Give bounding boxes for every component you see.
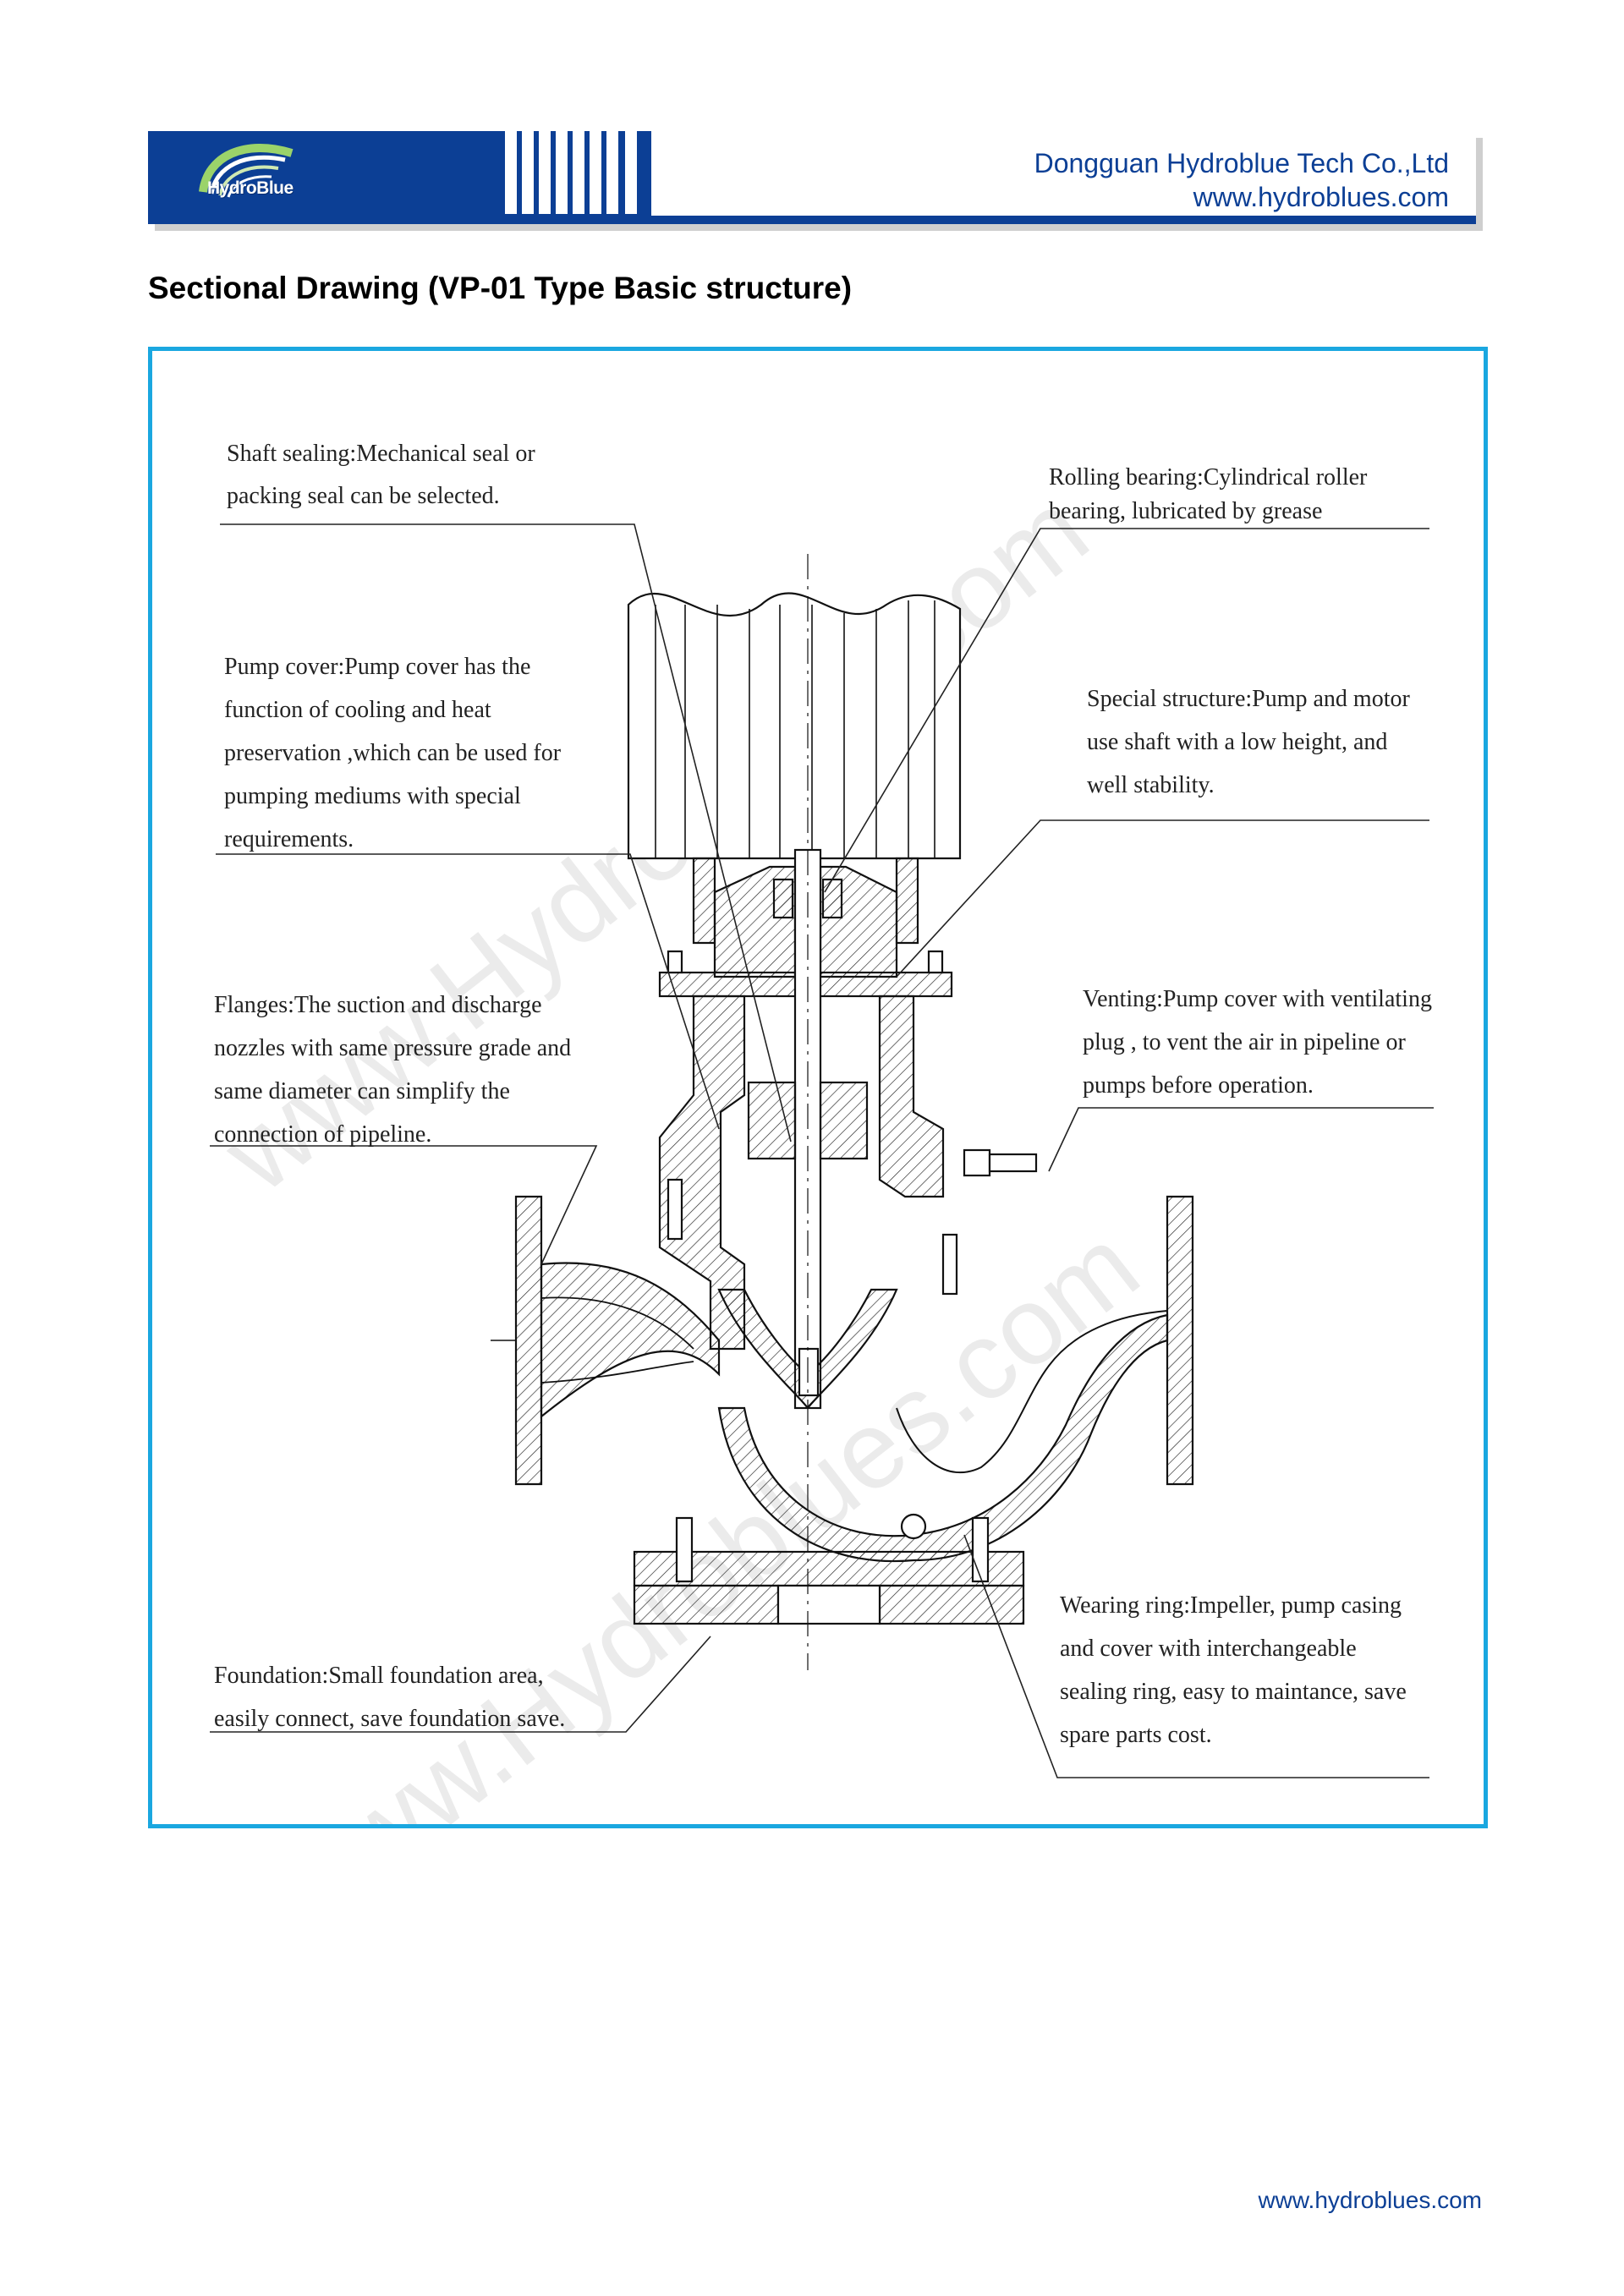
label-wearing-ring-2: and cover with interchangeable — [1060, 1636, 1357, 1662]
bearing-left — [772, 878, 794, 919]
label-pump-cover-2: function of cooling and heat — [224, 697, 491, 723]
side-bolt-right — [941, 1233, 958, 1296]
callout-labels: Shaft sealing:Mechanical seal or packing… — [214, 441, 1432, 1748]
label-rolling-bearing-1: Rolling bearing:Cylindrical roller — [1049, 464, 1368, 490]
pump-wall-left — [658, 995, 746, 1351]
volute-inner — [896, 1310, 1168, 1474]
suction-pipe — [540, 1262, 721, 1419]
leader-flanges — [210, 1145, 598, 1265]
label-wearing-ring-3: sealing ring, easy to maintance, save — [1060, 1679, 1407, 1705]
sectional-drawing: www.Hydroblues.com www.Hydroblues.com — [200, 441, 1434, 1824]
label-venting-3: pumps before operation. — [1083, 1072, 1314, 1099]
label-pump-cover-1: Pump cover:Pump cover has the — [224, 654, 530, 680]
leader-special-structure — [896, 819, 1429, 978]
base-plate-left — [633, 1584, 780, 1625]
bearing-right — [821, 878, 843, 919]
leader-wearing-ring — [963, 1534, 1429, 1778]
company-name: Dongguan Hydroblue Tech Co.,Ltd — [1034, 148, 1449, 178]
header-brand-panel: HydroBlue — [148, 131, 651, 224]
pump-wall-right — [878, 995, 945, 1198]
leader-lines — [210, 523, 1434, 1778]
sectional-drawing-frame: www.Hydroblues.com www.Hydroblues.com — [148, 347, 1488, 1828]
anchor-bolt-left — [675, 1516, 694, 1583]
label-wearing-ring-4: spare parts cost. — [1060, 1722, 1212, 1748]
footer-url[interactable]: www.hydroblues.com — [1258, 2187, 1482, 2213]
base-plate-gap — [776, 1584, 881, 1625]
vent-plug-nut — [963, 1148, 991, 1177]
label-venting-1: Venting:Pump cover with ventilating — [1083, 986, 1432, 1012]
hydroblue-logo: HydroBlue — [190, 134, 317, 219]
suction-bore-2 — [540, 1361, 694, 1384]
label-foundation-2: easily connect, save foundation save. — [214, 1706, 565, 1732]
impeller-nut — [798, 1347, 820, 1397]
logo-arc-icon — [199, 143, 294, 198]
label-rolling-bearing-2: bearing, lubricated by grease — [1049, 498, 1322, 524]
seal-left — [747, 1081, 797, 1160]
suction-flange — [514, 1195, 543, 1486]
leader-pump-cover — [216, 853, 720, 1130]
top-bolt-right — [927, 950, 944, 974]
header-underline — [148, 216, 1476, 224]
vent-plug-stem — [988, 1153, 1038, 1173]
motor-stand-left — [692, 857, 716, 945]
top-bolt-left — [667, 950, 683, 974]
side-bolt-left — [667, 1178, 683, 1241]
motor-fins — [655, 600, 935, 858]
leader-shaft-sealing — [220, 523, 792, 1143]
label-foundation-1: Foundation:Small foundation area, — [214, 1663, 544, 1689]
label-pump-cover-5: requirements. — [224, 826, 354, 852]
leader-foundation — [210, 1636, 711, 1733]
discharge-flange — [1166, 1195, 1194, 1486]
label-special-structure-3: well stability. — [1087, 772, 1215, 798]
label-pump-cover-4: pumping mediums with special — [224, 783, 521, 809]
page-title: Sectional Drawing (VP-01 Type Basic stru… — [148, 271, 853, 305]
label-venting-2: plug , to vent the air in pipeline or — [1083, 1029, 1406, 1055]
label-flanges-2: nozzles with same pressure grade and — [214, 1035, 571, 1061]
anchor-bolt-right — [971, 1516, 990, 1583]
label-special-structure-1: Special structure:Pump and motor — [1087, 686, 1410, 712]
base-plate-right — [878, 1584, 1025, 1625]
leader-venting — [1048, 1107, 1434, 1172]
label-shaft-sealing-2: packing seal can be selected. — [227, 483, 500, 509]
label-flanges-4: connection of pipeline. — [214, 1121, 431, 1148]
motor-housing — [627, 592, 962, 860]
label-special-structure-2: use shaft with a low height, and — [1087, 729, 1387, 755]
label-flanges-1: Flanges:The suction and discharge — [214, 992, 542, 1018]
suction-bore — [540, 1296, 694, 1350]
header-banner: HydroBlue Dongguan Hydroblue Tech Co.,Lt… — [148, 131, 1476, 224]
seal-right — [819, 1081, 869, 1160]
label-pump-cover-3: preservation ,which can be used for — [224, 740, 562, 766]
label-wearing-ring-1: Wearing ring:Impeller, pump casing — [1060, 1592, 1402, 1619]
label-flanges-3: same diameter can simplify the — [214, 1078, 510, 1104]
label-shaft-sealing-1: Shaft sealing:Mechanical seal or — [227, 441, 535, 467]
drain-plug — [900, 1513, 927, 1540]
logo-text: HydroBlue — [207, 178, 294, 198]
motor-stand-right — [895, 857, 919, 945]
header-stripes — [505, 131, 637, 214]
company-url[interactable]: www.hydroblues.com — [1193, 182, 1449, 212]
pump-section — [491, 554, 1194, 1670]
leader-rolling-bearing — [824, 528, 1429, 893]
company-block: Dongguan Hydroblue Tech Co.,Ltd www.hydr… — [1034, 146, 1449, 214]
